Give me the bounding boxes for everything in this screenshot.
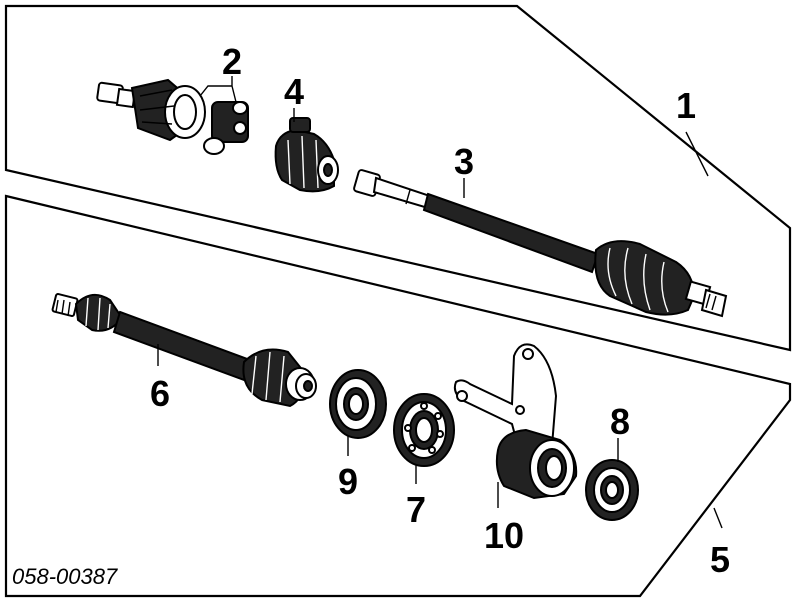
cv-boot-inner xyxy=(274,117,339,193)
callout-4: 4 xyxy=(284,71,304,112)
callout-5-leader xyxy=(713,507,723,529)
callout-9: 9 xyxy=(338,461,358,502)
callout-2-leader xyxy=(199,76,237,103)
drive-shaft-assembly xyxy=(51,293,317,408)
inner-cv-joint xyxy=(96,78,206,142)
callout-10: 10 xyxy=(484,515,524,556)
tripod-joint xyxy=(203,101,249,155)
callout-1-leader xyxy=(685,131,709,177)
callout-2: 2 xyxy=(222,41,242,82)
seal-ring xyxy=(329,369,387,439)
outer-cv-joint xyxy=(594,240,728,318)
callout-3: 3 xyxy=(454,141,474,182)
upper-assembly-panel xyxy=(4,4,792,352)
bearing-support-bracket xyxy=(453,343,578,500)
callout-6: 6 xyxy=(150,373,170,414)
lower-assembly-panel xyxy=(4,194,792,598)
dust-seal xyxy=(585,459,639,521)
callout-5: 5 xyxy=(710,539,730,580)
part-code-label: 058-00387 xyxy=(12,564,118,589)
callout-7: 7 xyxy=(406,489,426,530)
bearing xyxy=(393,393,455,467)
callout-8: 8 xyxy=(610,401,630,442)
callout-1: 1 xyxy=(676,85,696,126)
half-shaft xyxy=(353,169,600,274)
